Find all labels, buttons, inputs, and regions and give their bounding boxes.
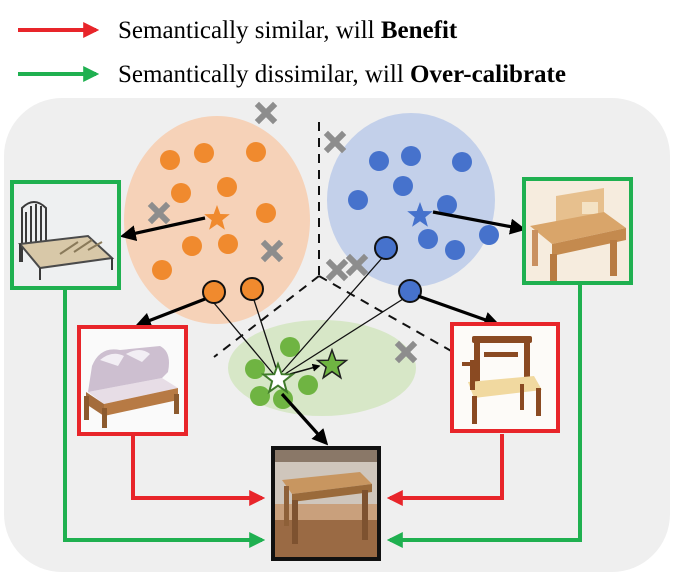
arrow-to-chair bbox=[417, 294, 501, 328]
blue-point bbox=[348, 190, 368, 210]
wooden-desk-card bbox=[522, 177, 633, 285]
blue-point bbox=[401, 146, 421, 166]
blue-point bbox=[374, 236, 398, 260]
bed-icon bbox=[18, 201, 115, 280]
green-point bbox=[273, 389, 293, 409]
benefit-arrow-right bbox=[386, 434, 504, 506]
orange-point bbox=[202, 280, 226, 304]
cross-icon bbox=[260, 239, 284, 263]
orange-point bbox=[194, 143, 214, 163]
desk-icon bbox=[530, 188, 626, 282]
green-point bbox=[245, 359, 265, 379]
cross-markers bbox=[147, 101, 418, 364]
legend: Semantically similar, will Benefit Seman… bbox=[18, 17, 566, 88]
boundary-right bbox=[318, 275, 454, 353]
cross-icon bbox=[323, 130, 347, 154]
orange-point bbox=[246, 142, 266, 162]
retrieval-arrows bbox=[119, 210, 527, 446]
over-calibrate-arrows bbox=[63, 284, 582, 548]
query-table-card bbox=[271, 446, 381, 561]
blue-point bbox=[418, 229, 438, 249]
wooden-chair-card bbox=[450, 322, 560, 433]
chair-icon bbox=[462, 336, 542, 424]
blue-point bbox=[437, 195, 457, 215]
blue-point bbox=[393, 176, 413, 196]
cross-icon bbox=[394, 340, 418, 364]
legend-label-benefit: Semantically similar, will Benefit bbox=[118, 17, 458, 44]
blue-point bbox=[452, 152, 472, 172]
blue-point bbox=[479, 225, 499, 245]
orange-point bbox=[152, 260, 172, 280]
arrow-to-desk bbox=[432, 210, 527, 235]
green-prototype-star-icon bbox=[315, 347, 349, 380]
legend-item-benefit: Semantically similar, will Benefit bbox=[18, 17, 458, 44]
orange-point bbox=[171, 183, 191, 203]
orange-point bbox=[160, 150, 180, 170]
blue-point bbox=[445, 240, 465, 260]
orange-point bbox=[217, 177, 237, 197]
query-star-icon bbox=[260, 361, 296, 395]
green-points bbox=[245, 337, 318, 409]
legend-label-over-calibrate: Semantically dissimilar, will Over-calib… bbox=[118, 61, 566, 88]
blue-prototype-star-icon bbox=[407, 202, 433, 227]
orange-point bbox=[240, 277, 264, 301]
legend-bold-benefit: Benefit bbox=[381, 17, 458, 44]
green-point bbox=[280, 337, 300, 357]
bed-icon bbox=[84, 346, 179, 428]
orange-points bbox=[152, 142, 276, 280]
similarity-line bbox=[281, 257, 383, 373]
legend-text-over-calibrate: Semantically dissimilar, will bbox=[118, 61, 410, 88]
cross-icon bbox=[325, 258, 349, 282]
similarity-lines bbox=[213, 257, 404, 378]
boundary-left bbox=[213, 275, 320, 358]
orange-prototype-star-icon bbox=[204, 205, 230, 230]
blue-points bbox=[348, 146, 499, 260]
legend-text-benefit: Semantically similar, will bbox=[118, 17, 381, 44]
arrow-to-wooden-bed bbox=[135, 297, 206, 328]
benefit-arrows bbox=[131, 434, 504, 506]
blue-point bbox=[398, 279, 422, 303]
similarity-line bbox=[213, 302, 277, 378]
orange-boundary-points bbox=[202, 277, 264, 304]
legend-bold-over-calibrate: Over-calibrate bbox=[410, 61, 566, 88]
green-point bbox=[250, 386, 270, 406]
legend-item-over-calibrate: Semantically dissimilar, will Over-calib… bbox=[18, 61, 566, 88]
table-icon bbox=[282, 472, 372, 544]
over-calibrate-arrow-left bbox=[63, 290, 266, 548]
green-point bbox=[298, 375, 318, 395]
wooden-bed-card bbox=[77, 325, 188, 436]
metal-bed-card bbox=[10, 180, 121, 290]
calibration-arrow bbox=[289, 363, 321, 375]
arrow-to-query-image bbox=[280, 392, 329, 446]
blue-boundary-points bbox=[374, 236, 422, 303]
cross-icon bbox=[345, 253, 369, 277]
green-cluster bbox=[228, 320, 416, 416]
benefit-arrow-left bbox=[131, 435, 266, 506]
arrow-to-metal-bed bbox=[119, 216, 206, 242]
over-calibrate-arrow-right bbox=[386, 284, 582, 548]
decision-boundaries bbox=[213, 122, 454, 358]
similarity-line bbox=[253, 299, 279, 375]
orange-point bbox=[256, 203, 276, 223]
orange-point bbox=[218, 234, 238, 254]
blue-point bbox=[369, 151, 389, 171]
cross-icon bbox=[147, 201, 171, 225]
orange-point bbox=[182, 236, 202, 256]
cross-icon bbox=[254, 101, 278, 125]
similarity-line bbox=[284, 298, 404, 375]
